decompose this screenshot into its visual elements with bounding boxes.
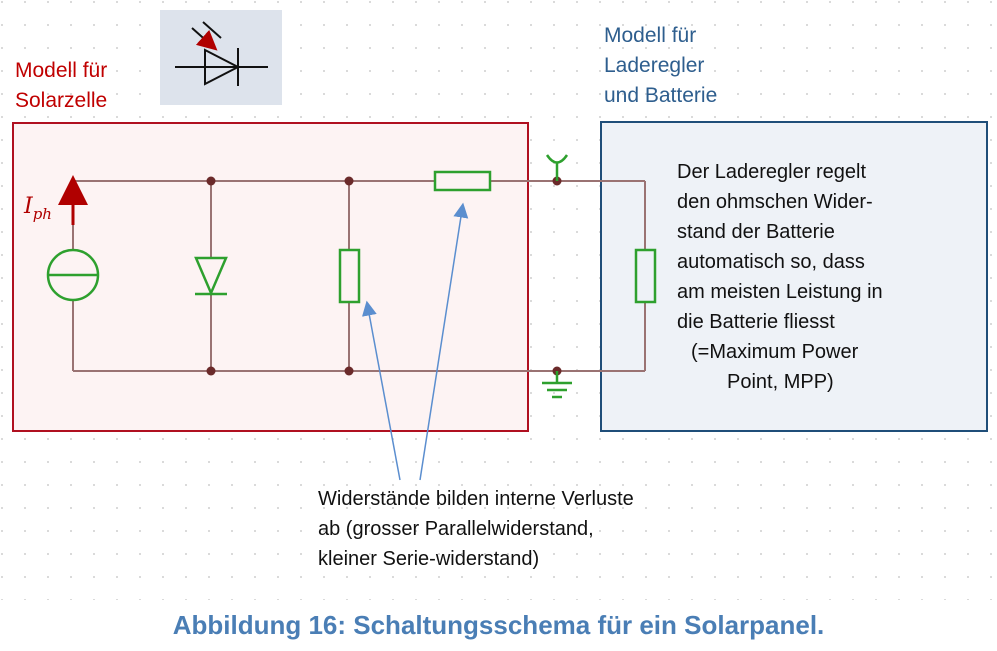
figure-caption: Abbildung 16: Schaltungsschema für ein S… xyxy=(172,610,825,640)
resistor-note: Widerstände bilden interne Verluste ab (… xyxy=(318,484,634,574)
charger-note-line: am meisten Leistung in xyxy=(677,281,883,303)
charger-model-label: Modell für Laderegler und Batterie xyxy=(604,21,717,111)
charger-note: Der Laderegler regelt den ohmschen Wider… xyxy=(677,157,883,397)
resistor-note-line: kleiner Serie-widerstand) xyxy=(318,548,540,570)
solar-model-label: Modell für Solarzelle xyxy=(15,56,107,116)
charger-note-line: den ohmschen Wider- xyxy=(677,191,873,213)
series-resistor xyxy=(433,170,492,192)
charger-note-line: automatisch so, dass xyxy=(677,251,865,273)
charger-model-box xyxy=(600,121,988,432)
current-label: Iph xyxy=(23,194,52,223)
ground-symbol xyxy=(542,371,572,399)
photodiode-icon xyxy=(160,10,282,105)
charger-model-label-line: Laderegler xyxy=(604,54,705,77)
resistor-note-line: Widerstände bilden interne Verluste xyxy=(318,488,634,510)
arrow-to-series-resistor xyxy=(419,202,469,481)
charger-note-line: Point, MPP) xyxy=(727,371,834,393)
resistor-note-line: ab (grosser Parallelwiderstand, xyxy=(318,518,594,540)
diode-symbol xyxy=(194,256,228,297)
charger-note-line: Der Laderegler regelt xyxy=(677,161,866,183)
solar-model-box xyxy=(12,122,529,432)
solar-model-label-line: Solarzelle xyxy=(15,89,108,112)
charger-note-line: (=Maximum Power xyxy=(691,341,859,363)
battery-resistor xyxy=(634,248,657,304)
charger-model-label-line: und Batterie xyxy=(604,84,718,107)
terminal-symbol xyxy=(545,154,569,181)
arrow-to-parallel-resistor xyxy=(361,300,401,481)
charger-model-label-line: Modell für xyxy=(604,24,697,47)
parallel-resistor xyxy=(338,248,361,304)
charger-note-line: stand der Batterie xyxy=(677,221,835,243)
current-source-symbol xyxy=(46,248,100,302)
charger-note-line: die Batterie fliesst xyxy=(677,311,835,333)
solar-model-label-line: Modell für xyxy=(15,59,108,82)
